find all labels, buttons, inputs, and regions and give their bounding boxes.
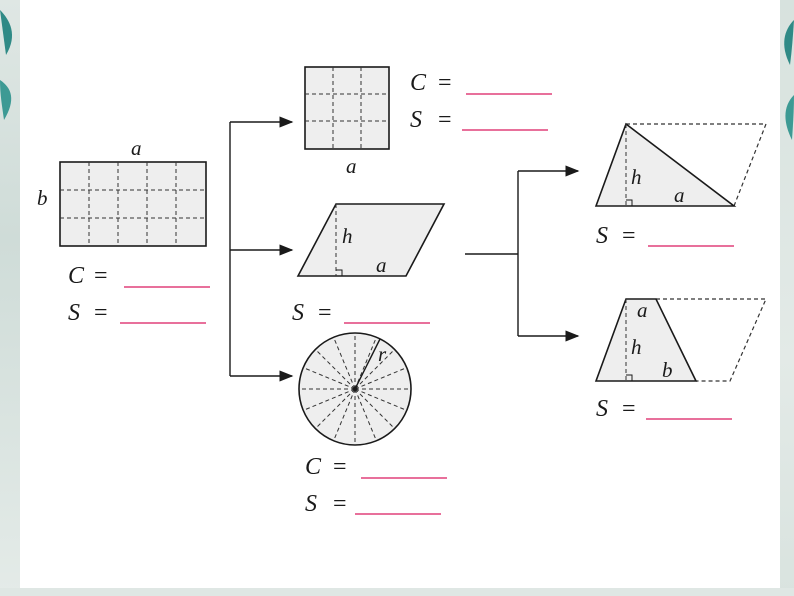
circle-sector-line [354, 388, 407, 411]
square-s-var: S [410, 107, 422, 133]
circle-sector-line [354, 388, 377, 441]
rectangle-figure: a b [37, 136, 207, 247]
circle-s-eq: = [333, 491, 347, 517]
circle-sector-line [303, 388, 356, 411]
trapezoid-top-label: a [637, 298, 648, 322]
triangle-formulas: S = [596, 223, 734, 249]
trapezoid-figure: a h b [594, 298, 767, 382]
circle-sector-line [354, 349, 395, 390]
leaf-decoration-icon [0, 10, 13, 120]
square-figure: a [304, 66, 390, 178]
circle-sector-line [315, 388, 356, 429]
square-side-label: a [346, 154, 357, 178]
rectangle-height-label: b [37, 186, 48, 210]
trapezoid-height-label: h [631, 335, 642, 359]
circle-figure: r [298, 332, 412, 446]
bottom-decorative-border [0, 588, 794, 596]
circle-sector-line [333, 337, 356, 390]
circle-formulas: C = S = [305, 454, 447, 517]
circle-c-var: C [305, 454, 322, 480]
parallelogram-figure: h a [296, 203, 446, 277]
square-c-eq: = [438, 70, 452, 96]
rectangle-width-label: a [131, 136, 142, 160]
circle-sector-line [303, 367, 356, 390]
parallelogram-height-label: h [342, 224, 353, 248]
square-s-eq: = [438, 107, 452, 133]
worksheet-panel [20, 0, 780, 588]
square-c-var: C [410, 70, 427, 96]
rectangle-s-var: S [68, 300, 80, 326]
triangle-height-label: h [631, 165, 642, 189]
parallelogram-base-label: a [376, 253, 387, 277]
circle-sector-line [333, 388, 356, 441]
parallelogram-formulas: S = [292, 300, 430, 326]
right-decorative-border [780, 0, 794, 596]
circle-s-var: S [305, 491, 317, 517]
rectangle-s-eq: = [94, 300, 108, 326]
trapezoid-s-var: S [596, 396, 608, 422]
parallelogram-s-var: S [292, 300, 304, 326]
circle-radius-label: r [378, 342, 387, 366]
parallelogram-s-eq: = [318, 300, 332, 326]
left-decorative-border [0, 0, 20, 596]
trapezoid-bottom-label: b [662, 358, 673, 382]
trapezoid-formulas: S = [596, 396, 732, 422]
leaf-decoration-icon [784, 20, 794, 140]
square-formulas: C = S = [410, 70, 552, 133]
circle-c-eq: = [333, 454, 347, 480]
triangle-figure: h a [594, 122, 767, 207]
triangle-s-var: S [596, 223, 608, 249]
circle-sector-line [354, 367, 407, 390]
trapezoid-s-eq: = [622, 396, 636, 422]
right-branch-arrows [465, 165, 580, 342]
rectangle-c-var: C [68, 263, 85, 289]
rectangle-formulas: C = S = [68, 263, 210, 326]
left-branch-arrows [229, 116, 294, 382]
triangle-s-eq: = [622, 223, 636, 249]
circle-sector-line [354, 388, 395, 429]
rectangle-c-eq: = [94, 263, 108, 289]
triangle-base-label: a [674, 183, 685, 207]
circle-sector-line [315, 349, 356, 390]
